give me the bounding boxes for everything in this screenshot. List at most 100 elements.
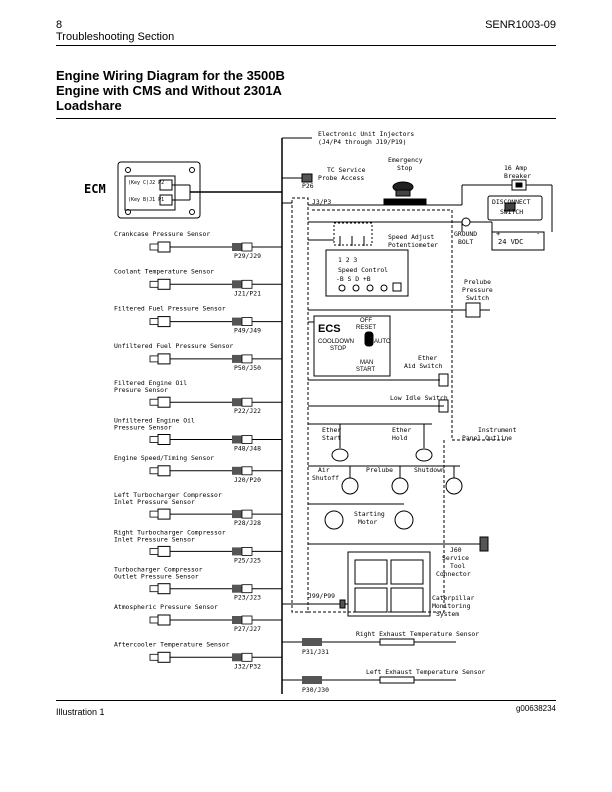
sensor-body [157,241,171,253]
sensor-label: Filtered Engine Oil [114,379,187,387]
connector-label: J32/P32 [234,662,261,670]
connector-plug [232,653,242,662]
connector-plug [232,466,242,475]
connector-plug [232,435,242,444]
connector-receptacle [241,584,253,594]
j60-label-1: J60 [450,546,462,554]
monitor-label-3: System [436,610,459,618]
ether-start-label-1: Ether [322,426,341,434]
connector-label: J20/P20 [234,476,261,484]
ether-start-label-2: Start [322,434,341,442]
monitoring-system [347,551,431,617]
sensor-body [157,396,171,408]
sensor-label-2: Inlet Pressure Sensor [114,535,195,543]
ether-aid-label-2: Aid Switch [404,362,443,370]
connector-label: J21/P21 [234,289,261,297]
sensor-body [157,434,171,445]
illustration-caption: Illustration 1 [56,707,105,717]
sensor-label: Coolant Temperature Sensor [114,267,214,275]
battery-label: 24 VDC [498,238,523,246]
sensor-tip [149,243,159,251]
ecs-man: MAN [360,360,373,366]
ecs-reset: RESET [356,325,376,331]
ecm-relay-block [124,175,176,211]
j3p3-label: J3/P3 [312,198,331,206]
ecm-label: ECM [84,182,106,196]
sensor-label: Engine Speed/Timing Sensor [114,454,214,462]
instrument-panel-outline [312,209,508,441]
j99-label: J99/P99 [308,592,335,600]
connector-receptacle [241,397,253,407]
disconnect-label-2: SWITCH [500,208,523,216]
connector-label: P29/J29 [234,252,261,260]
injectors-label-1: Electronic Unit Injectors [318,130,414,138]
connector-receptacle [241,615,253,625]
sensor-tip [149,548,159,555]
battery-plus: + [496,230,500,238]
starting-motor-label-2: Motor [358,518,377,526]
document-id: SENR1003-09 [485,19,556,31]
footer-rule [56,700,556,701]
prelube-switch-label-1: Prelube [464,278,491,286]
sensor-tip [149,467,159,475]
right-exhaust-label: Right Exhaust Temperature Sensor [356,630,479,638]
p26-label: P26 [302,182,314,190]
connector-plug [232,317,242,326]
ecs-panel [313,315,391,377]
disconnect-label-1: DISCONNECT [492,198,531,206]
speed-adjust-label-2: Potentiometer [388,241,438,249]
monitor-label-1: Caterpillar [432,594,474,602]
ecs-start: START [356,367,375,373]
instrument-panel-label-2: Panel Outline [462,434,512,442]
j3-harness-outline [291,197,309,613]
j60-label-3: Tool [450,562,466,570]
connector-receptacle [241,652,253,662]
connector-label: P28/J28 [234,519,261,527]
connector-label: P27/J27 [234,625,261,633]
air-shutoff-label-1: Air [318,466,330,474]
ecs-auto: AUTO [374,339,391,345]
connector-label: P50/J50 [234,364,261,372]
ecm-relay-top: (Key C)J2 P2 [128,180,164,186]
connector-receptacle [241,547,253,556]
j60-label-2: Service [442,554,469,562]
tc-probe-label-1: TC Service [327,166,366,174]
header-rule [56,45,556,46]
sensor-body [157,583,171,595]
sensor-body [157,316,171,328]
connector-plug [232,547,242,556]
title-line-3: Loadshare [56,98,122,113]
ground-bolt-label-2: BOLT [458,238,474,246]
sensor-tip [149,398,159,406]
estop-label-2: Stop [397,164,413,172]
ether-hold-label-1: Ether [392,426,411,434]
title-rule [56,118,556,119]
p30-label: P30/J30 [302,686,329,694]
sensor-label: Turbocharger Compressor [114,566,203,574]
connector-plug [232,354,242,363]
connector-plug [232,584,242,593]
monitor-label-2: Monitoring [432,602,471,610]
page-number: 8 [56,19,63,31]
connector-receptacle [241,317,253,327]
p31-label: P31/J31 [302,648,329,656]
sensor-label-2: Inlet Pressure Sensor [114,498,195,506]
estop-label-1: Emergency [388,156,423,164]
ecs-title: ECS [318,323,341,335]
connector-label: P49/J49 [234,327,261,335]
low-idle-label: Low Idle Switch [390,394,448,402]
sensor-label: Aftercooler Temperature Sensor [114,640,230,648]
speed-terminals: 1 2 3 [338,256,357,264]
sensor-label-2: Outlet Pressure Sensor [114,573,199,581]
air-shutoff-label-2: Shutoff [312,474,339,482]
instrument-panel-label-1: Instrument [478,426,517,434]
prelube-switch-label-3: Switch [466,294,489,302]
connector-label: P25/J25 [234,556,261,564]
sensor-label: Atmospheric Pressure Sensor [114,603,218,611]
